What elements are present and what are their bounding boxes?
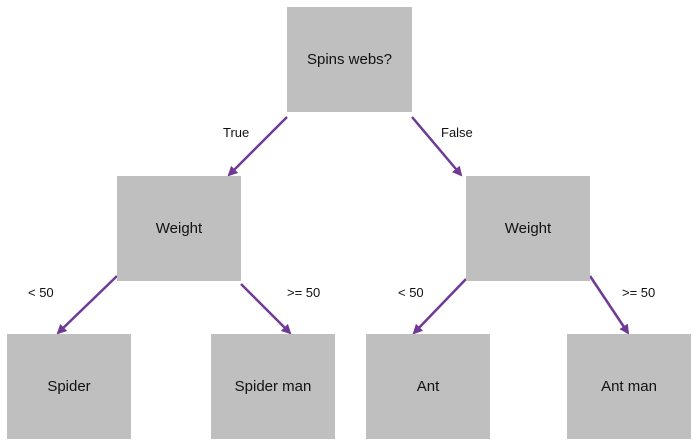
edge-weight-right-to-ant-man — [588, 275, 630, 335]
node-ant-label: Ant — [416, 378, 440, 395]
edge-weight-left-to-spider-man — [240, 283, 292, 335]
edge-weight-right-to-ant — [412, 278, 467, 335]
edge-label-right-gte-50: >= 50 — [622, 285, 656, 300]
edge-label-false: False — [441, 125, 473, 140]
edge-weight-left-to-spider — [56, 275, 118, 335]
edge-root-to-weight-left — [227, 116, 288, 177]
node-weight-right-label: Weight — [504, 220, 552, 237]
edge-label-right-lt-50: < 50 — [398, 285, 424, 300]
node-ant-man: Ant man — [567, 334, 691, 439]
edge-label-true: True — [223, 125, 250, 140]
node-spider: Spider — [7, 334, 131, 439]
node-weight-right: Weight — [466, 176, 590, 281]
node-spider-label: Spider — [47, 378, 91, 395]
edge-label-left-lt-50: < 50 — [28, 285, 54, 300]
node-root-label: Spins webs? — [306, 51, 393, 68]
node-weight-left-label: Weight — [155, 220, 203, 237]
node-weight-left: Weight — [117, 176, 241, 281]
node-ant-man-label: Ant man — [601, 378, 657, 395]
node-ant: Ant — [366, 334, 490, 439]
node-spider-man: Spider man — [211, 334, 335, 439]
node-root: Spins webs? — [287, 7, 412, 112]
node-spider-man-label: Spider man — [234, 378, 312, 395]
edge-root-to-weight-right — [411, 116, 463, 177]
edge-label-left-gte-50: >= 50 — [287, 285, 321, 300]
